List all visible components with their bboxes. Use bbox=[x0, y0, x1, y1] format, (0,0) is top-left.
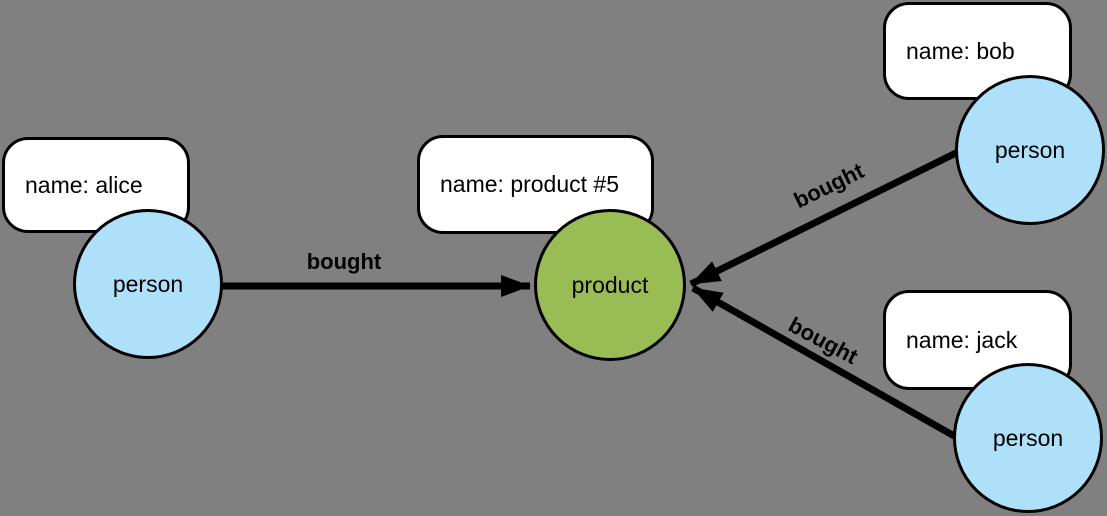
property-text-alice: name: alice bbox=[25, 171, 143, 198]
node-person-jack: person bbox=[953, 363, 1103, 513]
node-label: person bbox=[992, 424, 1064, 451]
node-product: product bbox=[534, 209, 686, 361]
node-person-bob: person bbox=[955, 75, 1105, 225]
node-person-alice: person bbox=[73, 209, 223, 359]
edge-label-alice-bought: bought bbox=[306, 249, 382, 274]
edge-bob-bought-product bbox=[689, 147, 962, 288]
property-text-bob: name: bob bbox=[906, 37, 1015, 64]
node-label: person bbox=[112, 270, 184, 297]
node-label: person bbox=[994, 136, 1066, 163]
property-text-product: name: product #5 bbox=[440, 171, 620, 197]
node-label: product bbox=[571, 271, 649, 298]
edge-jack-bought-product bbox=[691, 284, 958, 441]
property-text-jack: name: jack bbox=[906, 326, 1018, 353]
